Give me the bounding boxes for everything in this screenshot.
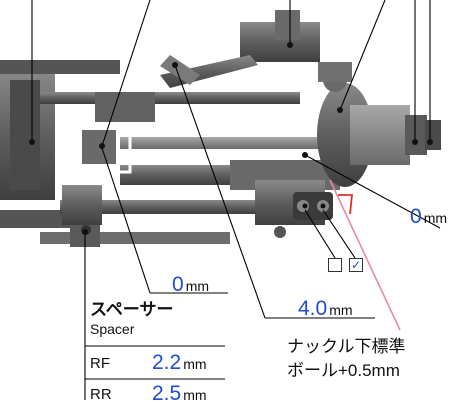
check-mark-icon: ✓ (350, 258, 362, 272)
tie-rod (120, 137, 350, 149)
leader-dots (29, 42, 433, 235)
note-leader (329, 179, 401, 331)
right-setting-unit: mm (423, 210, 448, 226)
left-setting-unit: mm (185, 278, 210, 294)
chassis-block (0, 60, 120, 228)
spacer-title-en: Spacer (90, 321, 135, 337)
spacer-table-lines (85, 345, 225, 380)
note-line-2: ボール+0.5mm (287, 361, 400, 380)
spacer-row-unit: mm (183, 356, 207, 372)
highlight-box (68, 122, 132, 174)
spacer-title-jp: スペーサー (90, 300, 174, 319)
checkbox-unchecked[interactable] (328, 258, 342, 272)
spacer-row-label: RF (90, 355, 110, 372)
note-line-1: ナックル下標準 (287, 337, 406, 356)
spacer-row-unit: mm (183, 387, 207, 403)
right-setting-value: 0 (410, 205, 422, 228)
mid-setting-unit: mm (329, 302, 353, 318)
spacer-row-label: RR (90, 386, 112, 403)
left-setting-value: 0 (172, 273, 184, 296)
leader-lines (31, 0, 441, 400)
knuckle-hub (317, 62, 441, 187)
mid-setting-value: 4.0 (298, 297, 328, 320)
spacer-row-value: 2.5 (152, 382, 182, 405)
checkbox-checked[interactable]: ✓ (349, 258, 363, 272)
spacer-stack (62, 185, 102, 247)
red-mark (338, 194, 353, 215)
upper-arm (40, 10, 320, 122)
spacer-row-value: 2.2 (152, 351, 182, 374)
